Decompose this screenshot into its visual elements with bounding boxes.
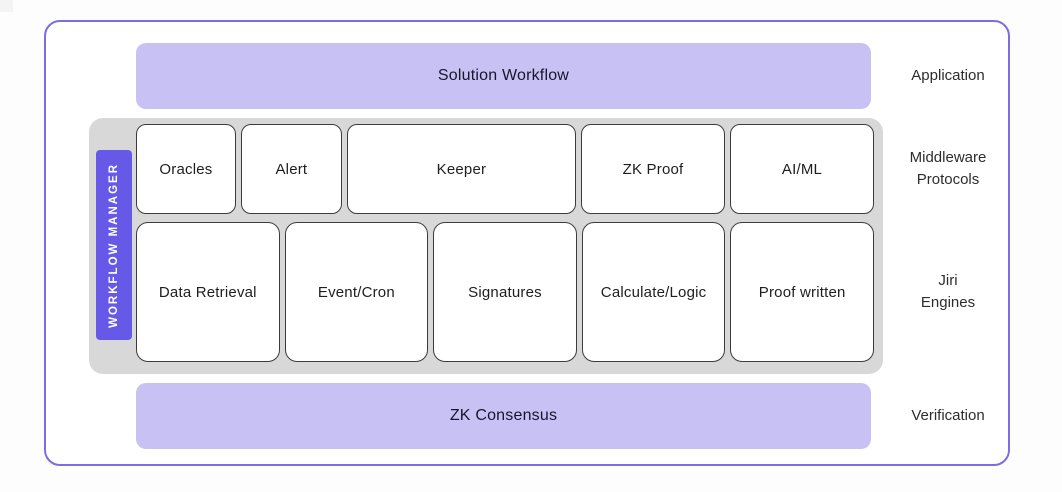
node-data-retrieval: Data Retrieval (136, 222, 280, 362)
engines-row: Data Retrieval Event/Cron Signatures Cal… (136, 222, 874, 362)
workflow-manager-label: WORKFLOW MANAGER (108, 162, 120, 328)
zk-consensus-banner: ZK Consensus (136, 383, 871, 449)
node-data-retrieval-label: Data Retrieval (158, 283, 257, 301)
middleware-panel: WORKFLOW MANAGER Oracles Alert Keeper ZK… (89, 118, 883, 374)
layer-label-middleware-protocols: Middleware Protocols (888, 124, 1008, 214)
node-keeper-label: Keeper (436, 160, 487, 178)
zk-consensus-label: ZK Consensus (449, 407, 558, 424)
node-alert-label: Alert (275, 160, 308, 178)
layer-label-middleware-line2: Protocols (916, 171, 980, 188)
node-proof-written: Proof written (730, 222, 874, 362)
node-event-cron: Event/Cron (284, 222, 429, 362)
node-proof-written-label: Proof written (758, 283, 846, 301)
layer-label-jiri-line2: Engines (920, 294, 976, 311)
node-alert: Alert (240, 124, 342, 214)
node-zk-proof: ZK Proof (581, 124, 725, 214)
protocols-row: Oracles Alert Keeper ZK Proof AI/ML (136, 124, 874, 214)
layer-label-jiri-engines: Jiri Engines (888, 222, 1008, 362)
node-calculate-logic-label: Calculate/Logic (600, 283, 707, 301)
workflow-manager-bar: WORKFLOW MANAGER (96, 150, 132, 340)
node-ai-ml-label: AI/ML (781, 160, 823, 178)
node-oracles: Oracles (136, 124, 236, 214)
node-keeper: Keeper (346, 124, 577, 214)
layer-label-application-text: Application (911, 67, 985, 85)
layer-label-verification-text: Verification (911, 407, 985, 425)
architecture-diagram-frame: Solution Workflow WORKFLOW MANAGER Oracl… (44, 20, 1010, 466)
solution-workflow-banner: Solution Workflow (136, 43, 871, 109)
node-signatures: Signatures (433, 222, 577, 362)
node-calculate-logic: Calculate/Logic (581, 222, 726, 362)
layer-label-application: Application (888, 43, 1008, 109)
solution-workflow-label: Solution Workflow (437, 67, 570, 84)
layer-label-jiri-line1: Jiri (938, 272, 958, 290)
node-oracles-label: Oracles (159, 160, 213, 178)
node-signatures-label: Signatures (468, 283, 542, 301)
node-zk-proof-label: ZK Proof (622, 160, 684, 178)
layer-label-verification: Verification (888, 383, 1008, 449)
node-grid: Oracles Alert Keeper ZK Proof AI/ML Data… (136, 124, 874, 362)
node-ai-ml: AI/ML (730, 124, 874, 214)
node-event-cron-label: Event/Cron (317, 283, 395, 301)
corner-artifact (0, 0, 13, 12)
layer-label-middleware-line1: Middleware (909, 149, 987, 167)
